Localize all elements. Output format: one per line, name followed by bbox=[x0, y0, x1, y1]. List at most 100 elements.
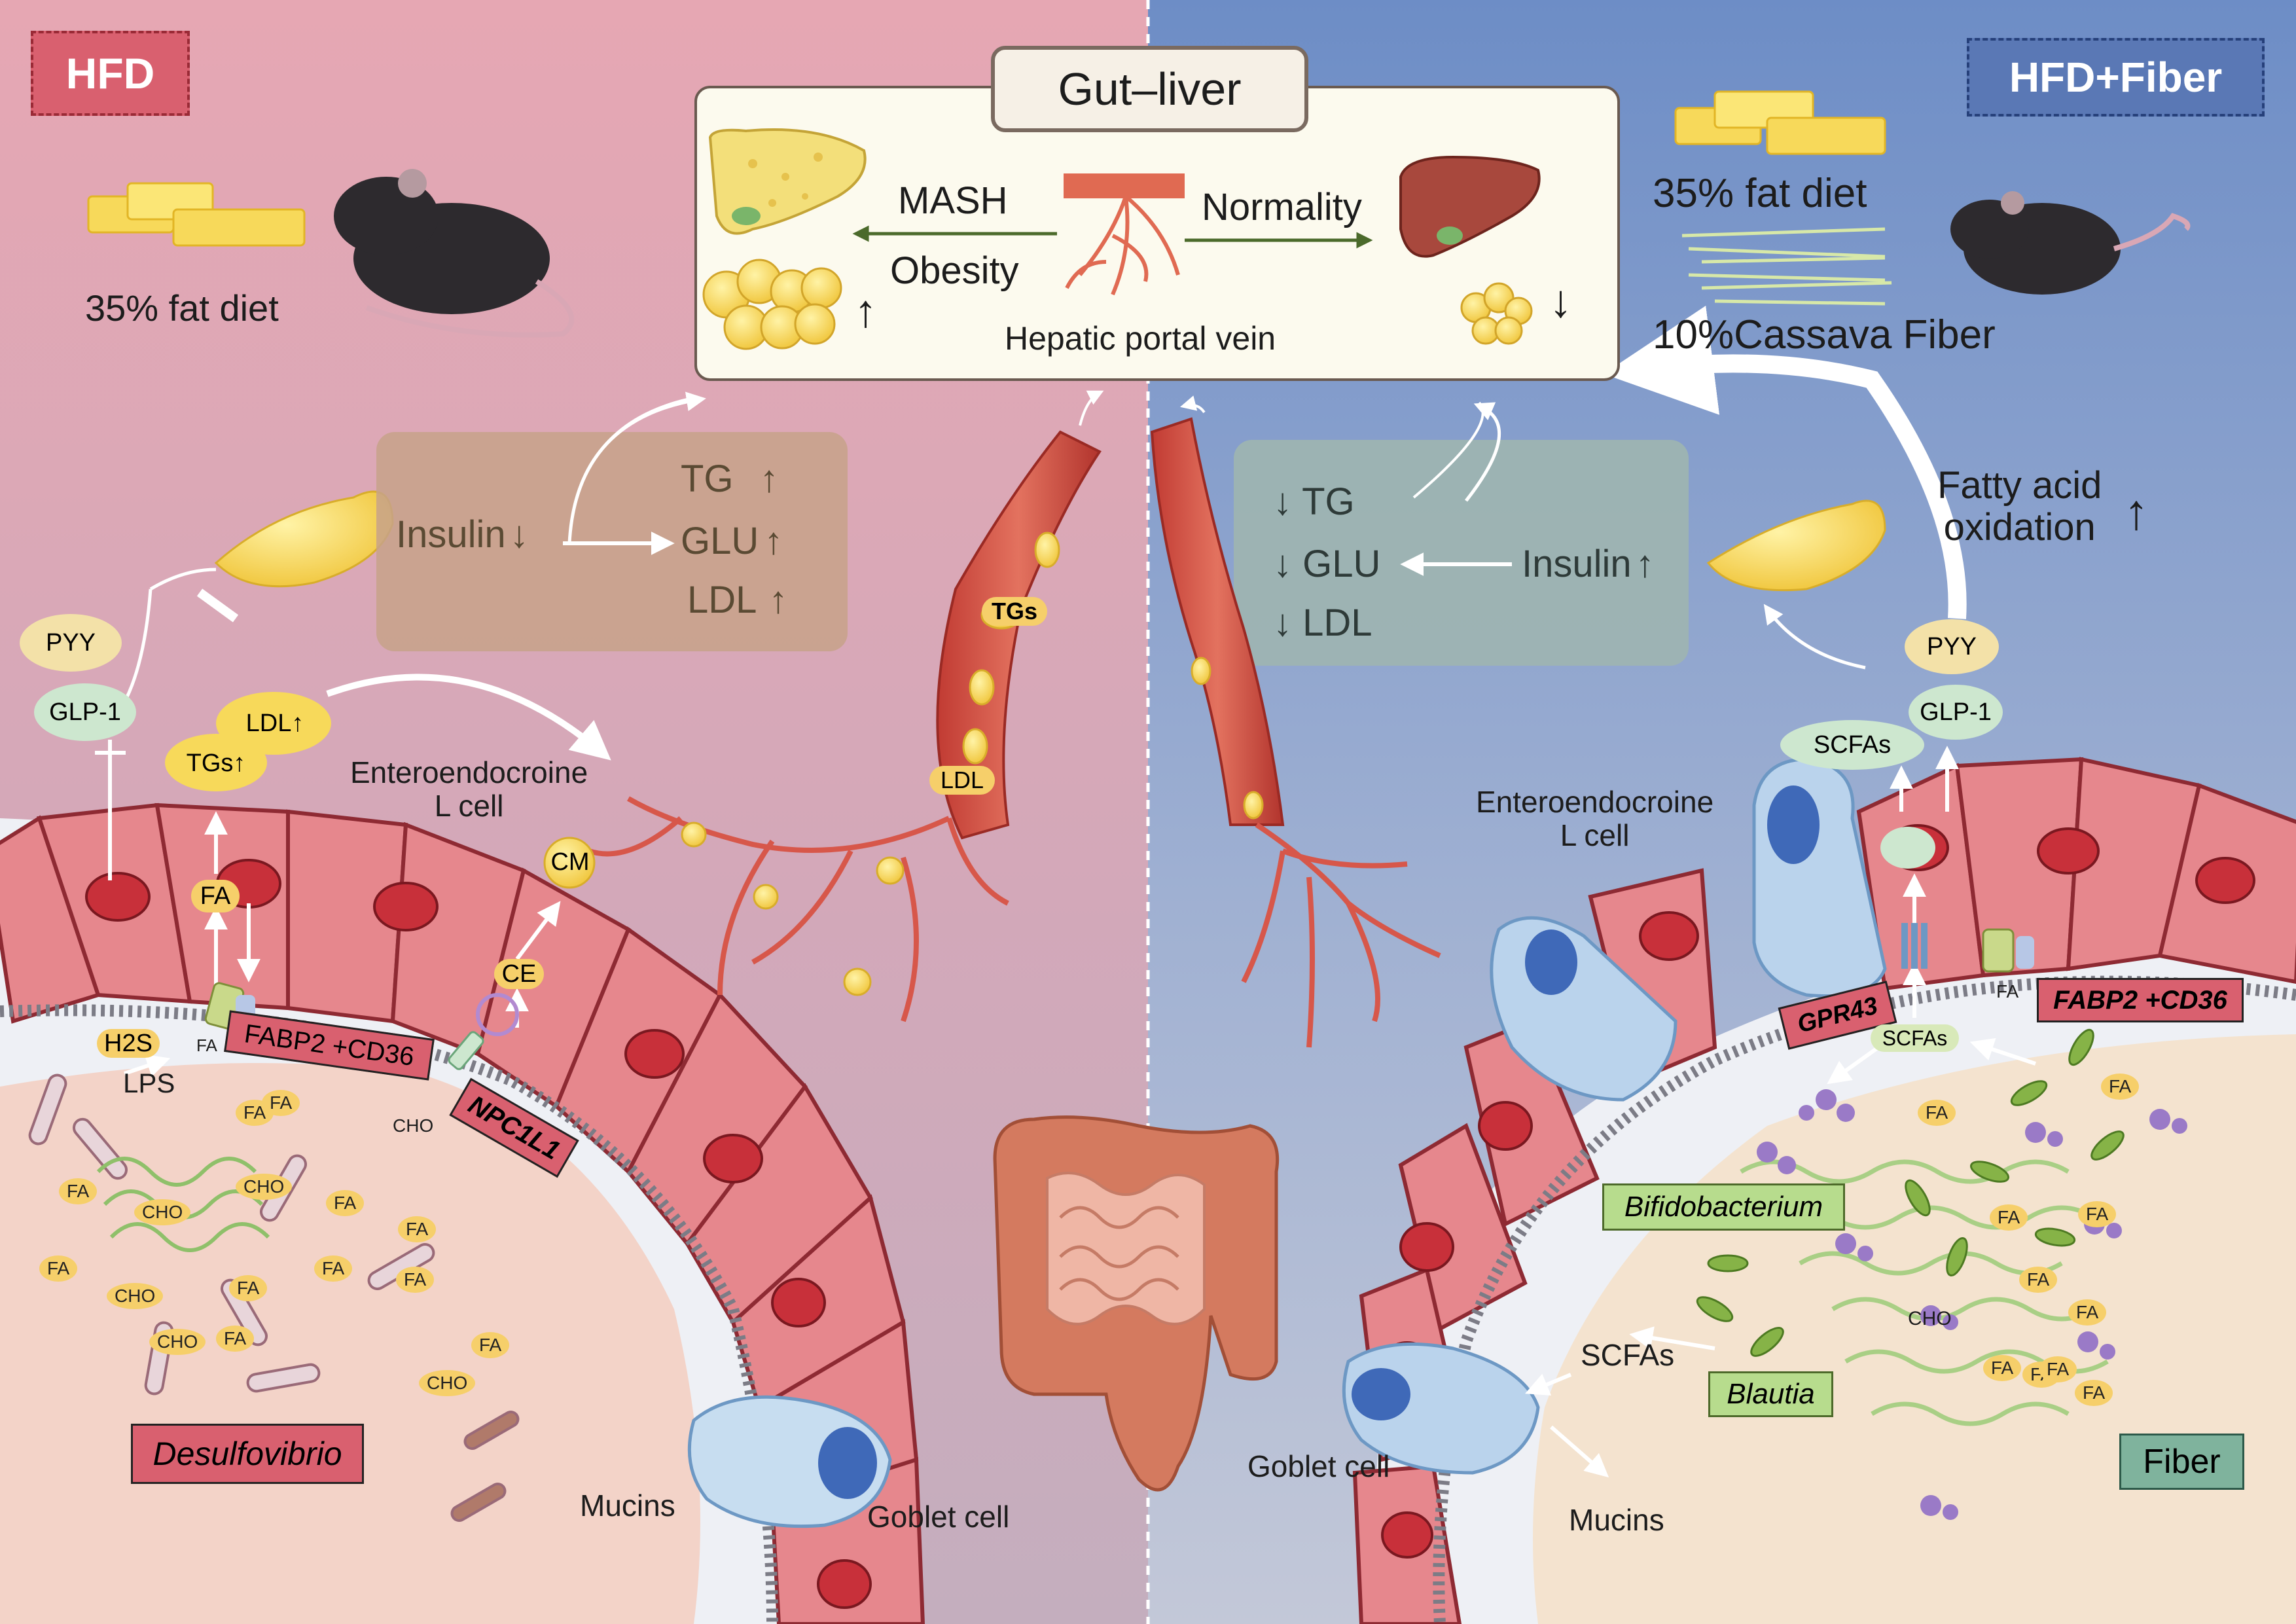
hfd-fa-cell: FA bbox=[191, 880, 240, 912]
down-arrow-icon: ↓ bbox=[1549, 276, 1572, 327]
fiber-lcell-line1: Enteroendocroine bbox=[1476, 785, 1714, 819]
up-arrow-icon: ↑ bbox=[764, 520, 783, 562]
hfd-lcell-label: Enteroendocroine L cell bbox=[350, 756, 588, 822]
up-arrow-icon: ↑ bbox=[291, 710, 304, 737]
hfd-lumen-chip: FA bbox=[398, 1216, 437, 1242]
hfd-ldl-label: LDL ↑ bbox=[687, 579, 787, 621]
fiber-icon bbox=[1681, 227, 1892, 306]
fiber-scfas: SCFAs bbox=[1813, 731, 1892, 759]
fatty-acid-line1: Fatty acid bbox=[1937, 464, 2102, 507]
hfd-lumen-chip: FA bbox=[314, 1255, 353, 1282]
hfd-goblet: Goblet cell bbox=[867, 1500, 1010, 1534]
hfd-glu-label: GLU↑ bbox=[681, 520, 783, 562]
lymphatic-vessel-icon bbox=[588, 796, 1009, 1022]
vessel-ldl: LDL bbox=[929, 766, 995, 795]
fiber-metabolic-box bbox=[1234, 440, 1689, 666]
hfd-ce: CE bbox=[494, 959, 544, 989]
fiber-lumen-chip: FA bbox=[2068, 1299, 2107, 1326]
fat-tissue-icon bbox=[1706, 499, 1886, 592]
fatty-acid-oxidation: Fatty acid oxidation bbox=[1937, 465, 2102, 549]
fiber-tg-label: ↓ TG bbox=[1273, 481, 1355, 523]
hfd-tg-text: TG bbox=[681, 458, 734, 500]
fiber-glu-text: GLU bbox=[1302, 543, 1381, 585]
hfd-lumen-chip: FA bbox=[59, 1178, 98, 1204]
hfd-lcell-line2: L cell bbox=[434, 788, 504, 823]
fiber-lumen-chip: FA bbox=[2075, 1380, 2113, 1406]
fiber-fa-cell: FA bbox=[1996, 981, 2019, 1001]
hfd-pyy: PYY bbox=[45, 629, 96, 657]
hfd-badge-label: HFD bbox=[65, 49, 155, 98]
hfd-lumen-chip: FA bbox=[396, 1267, 435, 1293]
hfd-mucins: Mucins bbox=[580, 1489, 675, 1523]
hfd-diet-label: 35% fat diet bbox=[85, 287, 279, 329]
hfd-lumen-chip: FA bbox=[216, 1326, 255, 1352]
fiber-tag: Fiber bbox=[2119, 1434, 2244, 1490]
fiber-scfas-lumen: SCFAs bbox=[1871, 1024, 1959, 1052]
down-arrow-icon: ↓ bbox=[1273, 602, 1292, 644]
fiber-icon bbox=[1740, 1159, 2109, 1426]
fiber-lumen-chip: FA bbox=[2078, 1201, 2117, 1227]
hfd-lumen-chip: CHO bbox=[134, 1199, 191, 1225]
fat-cells-icon bbox=[1460, 282, 1533, 345]
bacteria-icon bbox=[1696, 1028, 2125, 1357]
fiber-badge-label: HFD+Fiber bbox=[2009, 54, 2223, 101]
fiber-epithelium bbox=[1352, 757, 2296, 1624]
fiber-pyy: PYY bbox=[1926, 633, 1977, 660]
hfd-lumen-chip: FA bbox=[262, 1090, 300, 1116]
up-arrow-icon: ↑ bbox=[759, 458, 779, 500]
up-arrow-icon: ↑ bbox=[768, 579, 788, 621]
hfd-ldl-up-text: LDL bbox=[245, 710, 292, 737]
fatty-acid-line2: oxidation bbox=[1943, 505, 2096, 549]
hfd-cm: CM bbox=[550, 848, 590, 876]
hfd-lumen-chip: FA bbox=[471, 1332, 510, 1358]
hfd-lumen-chip: CHO bbox=[419, 1370, 476, 1396]
hfd-tg-label: TG ↑ bbox=[681, 458, 779, 500]
hfd-cho-cell: CHO bbox=[393, 1115, 434, 1136]
hfd-ldl-text: LDL bbox=[687, 579, 757, 621]
hfd-h2s: H2S bbox=[97, 1029, 160, 1058]
bifidobacterium-tag: Bifidobacterium bbox=[1602, 1183, 1845, 1231]
gut-liver-title: Gut–liver bbox=[991, 46, 1308, 132]
portal-vein-icon bbox=[1064, 173, 1185, 296]
fiber-lumen bbox=[1533, 1034, 2296, 1624]
cheese-icon bbox=[87, 182, 306, 247]
hfd-insulin-text: Insulin bbox=[396, 513, 506, 556]
fiber-insulin-label: Insulin↑ bbox=[1522, 543, 1655, 585]
hfd-lumen-chip: FA bbox=[326, 1190, 365, 1216]
hfd-lcell-line1: Enteroendocroine bbox=[350, 755, 588, 789]
fiber-glu-label: ↓ GLU bbox=[1273, 543, 1380, 585]
fiber-lumen-chip: FA bbox=[2101, 1074, 2140, 1100]
hfd-fa-small: FA bbox=[196, 1036, 217, 1055]
hfd-insulin-label: Insulin↓ bbox=[396, 514, 529, 556]
hfd-glu-text: GLU bbox=[681, 520, 759, 562]
desulfovibrio-tag: Desulfovibrio bbox=[131, 1424, 364, 1484]
fiber-cassava-label: 10%Cassava Fiber bbox=[1653, 312, 1996, 357]
fiber-insulin-text: Insulin bbox=[1522, 543, 1632, 585]
fiber-diet-label: 35% fat diet bbox=[1653, 171, 1867, 216]
hfd-badge: HFD bbox=[31, 31, 190, 116]
up-arrow-icon: ↑ bbox=[233, 749, 246, 777]
fiber-mucins: Mucins bbox=[1569, 1503, 1664, 1537]
fat-cells-icon bbox=[702, 259, 842, 350]
fiber-lumen-chip: FA bbox=[1983, 1355, 2022, 1381]
hfd-lps: LPS bbox=[123, 1068, 175, 1098]
down-arrow-icon: ↓ bbox=[1273, 543, 1292, 585]
hfd-lumen-chip: CHO bbox=[149, 1329, 206, 1355]
fiber-goblet: Goblet cell bbox=[1247, 1449, 1390, 1483]
liver-icon bbox=[708, 128, 867, 235]
blood-vessel-icon bbox=[1150, 417, 1285, 826]
up-arrow-icon: ↑ bbox=[1635, 543, 1655, 585]
fiber-lumen-chip: FA bbox=[2039, 1356, 2077, 1382]
fiber-scfas-goblet: SCFAs bbox=[1581, 1338, 1675, 1372]
fiber-cho: CHO bbox=[1908, 1308, 1952, 1329]
blautia-tag: Blautia bbox=[1708, 1371, 1833, 1417]
fiber-glp1: GLP-1 bbox=[1920, 698, 1992, 726]
mouse-icon bbox=[334, 169, 575, 338]
fiber-lcell-label: Enteroendocroine L cell bbox=[1476, 785, 1713, 852]
hfd-tgs-up-text: TGs bbox=[186, 749, 234, 777]
cheese-icon bbox=[1674, 90, 1886, 155]
normality-label: Normality bbox=[1202, 186, 1362, 228]
fiber-lumen-chip: FA bbox=[2019, 1267, 2058, 1293]
